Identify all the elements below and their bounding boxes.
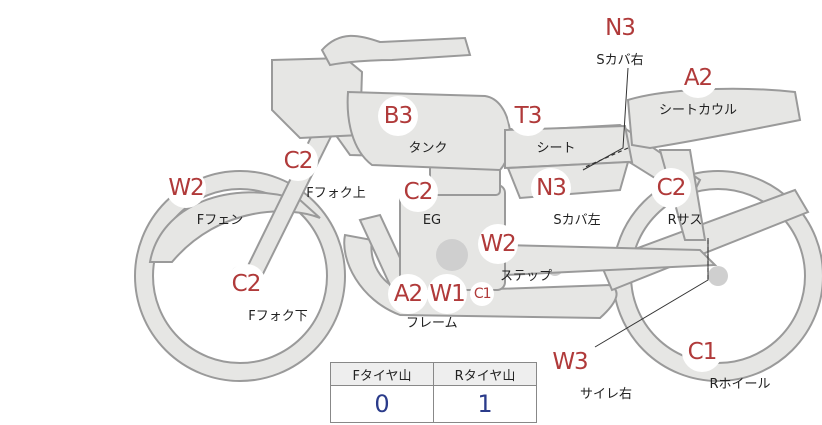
damage-code-badge: C1 [682,332,722,372]
part-label: Sカバ左 [553,213,601,228]
part-seat-cowl: A2 シートカウル [623,58,773,118]
part-label: EG [422,213,442,228]
damage-code-badge: B3 [378,96,418,136]
swingarm-shape [504,243,718,277]
part-label: Fフォク上 [306,186,366,201]
part-frame-codes: A2 W1 C1 [388,274,495,314]
part-s-cover-left: N3 Sカバ左 [476,168,626,228]
part-tank: B3 タンク [323,96,473,156]
front-tire-tread-header: Fタイヤ山 [330,362,434,386]
part-label: Rホイール [709,377,771,392]
part-label: ステップ [499,269,552,284]
part-seat: T3 シート [453,96,603,156]
damage-code-badge: T3 [508,96,548,136]
part-label: Fフェン [196,213,244,228]
part-frame-label: フレーム [406,316,458,331]
front-tire-tread-value: 0 [330,385,434,423]
part-r-suspension: C2 Rサス [596,168,746,228]
handlebar-shape [320,34,472,67]
tire-tread-table: Fタイヤ山 Rタイヤ山 0 1 [330,362,537,423]
damage-code-badge: C2 [226,264,266,304]
seat-cowl-shape [626,87,802,150]
part-label: Sカバ右 [596,53,644,68]
damage-code-badge: W1 [427,274,468,314]
part-label: タンク [408,141,448,156]
damage-code-badge: W3 [550,342,590,382]
pointer-line-muffler [594,238,709,348]
part-s-cover-right: N3 Sカバ右 [545,8,695,68]
part-f-fender: W2 Fフェン [111,168,261,228]
part-label: シート [536,141,576,156]
part-label: サイレ右 [579,387,632,402]
damage-code-badge: N3 [600,8,640,48]
part-label: Fフォク下 [248,309,308,324]
part-f-fork-lower: C2 Fフォク下 [171,264,321,324]
damage-code-badge: N3 [531,168,571,208]
part-step: W2 ステップ [423,224,573,284]
part-label: Rサス [667,213,703,228]
rear-tire-tread-header: Rタイヤ山 [433,362,537,386]
damage-code-badge: C2 [398,172,438,212]
damage-code-badge: C2 [651,168,691,208]
damage-code-badge: W2 [478,224,518,264]
damage-code-badge: W2 [166,168,206,208]
pointer-line-s-cover-right [582,67,629,171]
part-engine: C2 EG [343,172,493,228]
part-f-fork-upper: C2 Fフォク上 [223,141,373,201]
seat-shape [504,124,634,170]
damage-code-badge: C2 [278,141,318,181]
damage-code-badge: A2 [678,58,718,98]
damage-code-badge: A2 [388,274,428,314]
rear-tire-tread-value: 1 [433,385,537,423]
part-r-wheel: C1 Rホイール [627,332,777,392]
damage-code-badge-small: C1 [470,282,495,306]
part-label: シートカウル [658,103,737,118]
part-muffler-right: W3 サイレ右 [495,342,645,402]
